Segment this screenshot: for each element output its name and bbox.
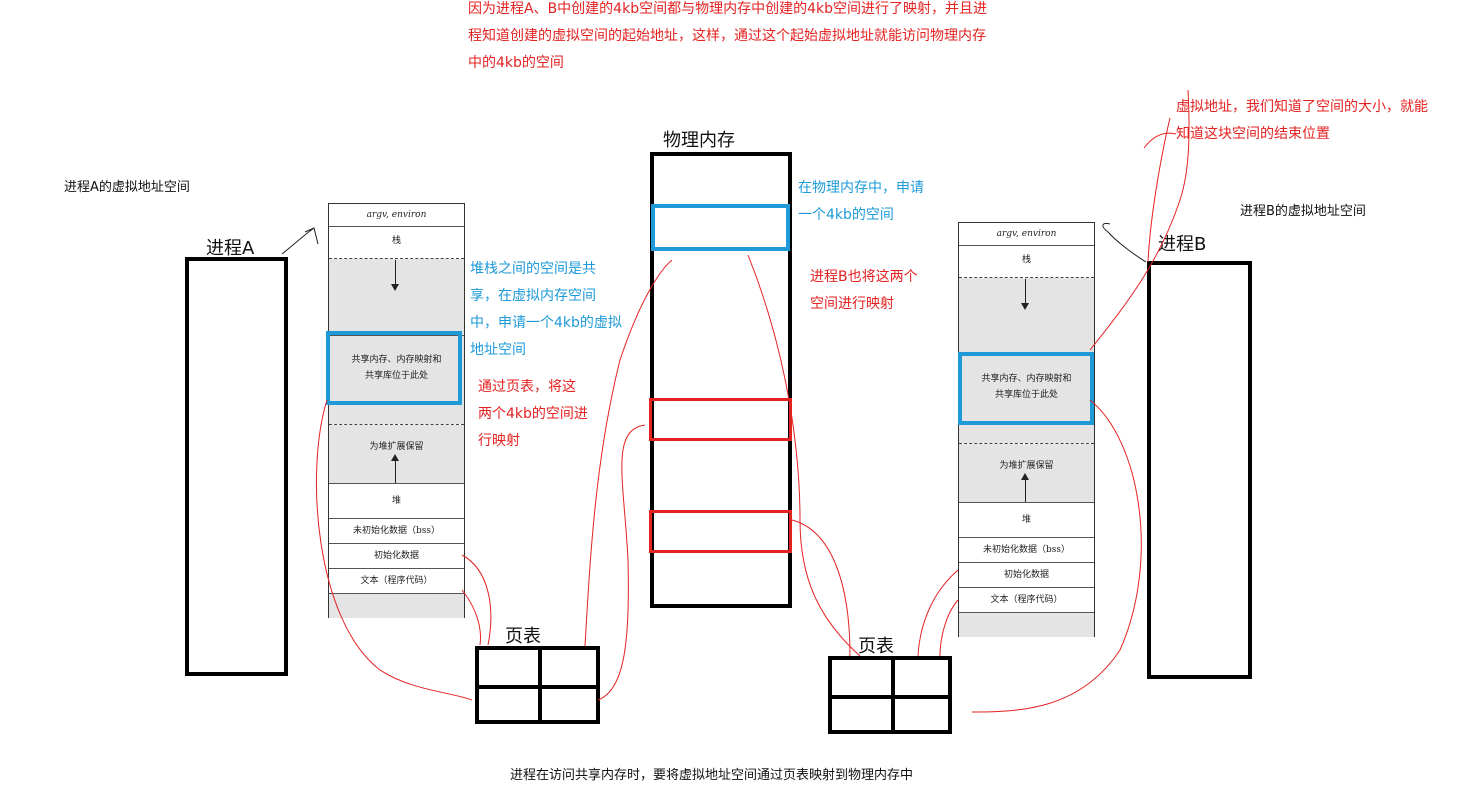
pagetable-map-line: 行映射: [478, 433, 520, 449]
vmem-layout-a: argv, environ 栈 共享内存、内存映射和 共享库位于此处 为堆扩展保…: [328, 203, 465, 618]
pagetable-map-line: 通过页表，将这: [478, 379, 576, 395]
seg-data: 初始化数据: [1003, 570, 1049, 580]
phys-red-block: [649, 510, 792, 553]
phys-apply-note: 在物理内存中，申请 一个4kb的空间: [798, 175, 924, 229]
heap-stack-line: 堆栈之间的空间是共: [470, 261, 596, 277]
curve-a-to-pt: [316, 399, 473, 701]
seg-shared-line: 共享内存、内存映射和: [981, 374, 1072, 384]
heap-stack-line: 中，申请一个4kb的虚拟: [470, 315, 622, 331]
curve-pt-to-phys1: [584, 259, 673, 647]
heap-stack-note: 堆栈之间的空间是共 享，在虚拟内存空间 中，申请一个4kb的虚拟 地址空间: [470, 256, 622, 364]
arrow-down-icon: [1025, 279, 1026, 307]
seg-bottom: [959, 613, 1094, 637]
right-note-line: 虚拟地址，我们知道了空间的大小，就能: [1176, 99, 1428, 115]
seg-data: 初始化数据: [373, 551, 419, 561]
top-note-line: 中的4kb的空间: [468, 55, 564, 71]
seg-stack: 栈: [1021, 255, 1031, 265]
seg-heap: 堆: [1021, 515, 1031, 525]
procB-label: 进程B: [1158, 234, 1207, 255]
seg-bss: 未初始化数据（bss）: [353, 526, 440, 536]
phys-apply-line: 一个4kb的空间: [798, 207, 894, 223]
seg-argv: argv, environ: [996, 229, 1057, 239]
curve-pt-to-red1: [597, 424, 646, 701]
procA-label: 进程A: [206, 238, 255, 259]
procB-map-line: 进程B也将这两个: [810, 269, 918, 285]
curve-pt-to-phys2: [747, 254, 861, 657]
curve-b-to-pt: [971, 399, 1142, 713]
arrow-down-icon-head: [1021, 303, 1029, 310]
hook-b: [1102, 223, 1147, 263]
procA-box: [185, 257, 288, 676]
right-note: 虚拟地址，我们知道了空间的大小，就能 知道这块空间的结束位置: [1176, 94, 1428, 148]
phys-mem-box: [650, 152, 792, 608]
seg-heap-reserve: 为堆扩展保留: [329, 425, 464, 483]
seg-shared-line: 共享库位于此处: [364, 371, 428, 381]
curve-a-text-to-pt: [461, 589, 481, 646]
vmem-layout-b: argv, environ 栈 共享内存、内存映射和 共享库位于此处 为堆扩展保…: [958, 222, 1095, 637]
curve-b-up-to-note: [1089, 89, 1190, 351]
arrow-down-icon: [395, 260, 396, 288]
phys-mem-label: 物理内存: [663, 130, 735, 151]
pagetable-right-label: 页表: [858, 636, 894, 657]
curve-b-text-to-pt: [939, 599, 959, 657]
seg-heap: 堆: [391, 496, 401, 506]
curve-b-data-to-pt: [917, 569, 959, 657]
procB-box: [1147, 261, 1252, 679]
seg-gap: [959, 278, 1094, 354]
bottom-note: 进程在访问共享内存时，要将虚拟地址空间通过页表映射到物理内存中: [510, 768, 914, 783]
phys-shared-block: [651, 204, 790, 251]
pagetable-left: [475, 646, 600, 724]
seg-text: 文本（程序代码）: [360, 576, 433, 586]
phys-red-block: [649, 398, 792, 441]
procB-map-note: 进程B也将这两个 空间进行映射: [810, 264, 918, 318]
seg-text: 文本（程序代码）: [990, 595, 1063, 605]
procA-vspace-label: 进程A的虚拟地址空间: [64, 180, 190, 195]
seg-shared: 共享内存、内存映射和 共享库位于此处: [959, 355, 1094, 443]
curve-red2-to-pt: [791, 519, 851, 657]
top-note-line: 因为进程A、B中创建的4kb空间都与物理内存中创建的4kb空间进行了映射，并且进: [468, 1, 987, 17]
top-note: 因为进程A、B中创建的4kb空间都与物理内存中创建的4kb空间进行了映射，并且进…: [468, 0, 987, 77]
curve-a-data-to-pt: [461, 554, 492, 646]
seg-gap: [329, 259, 464, 335]
pagetable-map-line: 两个4kb的空间进: [478, 406, 588, 422]
arrow-up-icon-head: [391, 454, 399, 461]
pagetable-right: [828, 656, 952, 734]
hook-a: [281, 227, 319, 255]
arrow-down-icon-head: [391, 284, 399, 291]
seg-shared-line: 共享库位于此处: [994, 390, 1058, 400]
arrow-up-icon-head: [1021, 473, 1029, 480]
procB-vspace-label: 进程B的虚拟地址空间: [1240, 204, 1366, 219]
seg-argv: argv, environ: [366, 210, 427, 220]
pagetable-left-label: 页表: [505, 626, 541, 647]
curve-note-hook: [1143, 132, 1177, 149]
arrow-up-icon: [1025, 478, 1026, 502]
seg-stack: 栈: [391, 236, 401, 246]
vmem-shared-highlight-a: [326, 331, 462, 405]
arrow-up-icon: [395, 459, 396, 483]
heap-stack-line: 享，在虚拟内存空间: [470, 288, 596, 304]
seg-bottom: [329, 594, 464, 618]
vmem-shared-highlight-b: [958, 352, 1094, 425]
procB-map-line: 空间进行映射: [810, 296, 894, 312]
heap-stack-line: 地址空间: [470, 342, 526, 358]
seg-shared-line: 共享内存、内存映射和: [351, 355, 442, 365]
seg-shared: 共享内存、内存映射和 共享库位于此处: [329, 336, 464, 424]
phys-apply-line: 在物理内存中，申请: [798, 180, 924, 196]
top-note-line: 程知道创建的虚拟空间的起始地址，这样，通过这个起始虚拟地址就能访问物理内存: [468, 28, 986, 44]
pagetable-map-note: 通过页表，将这 两个4kb的空间进 行映射: [478, 374, 588, 455]
right-note-line: 知道这块空间的结束位置: [1176, 126, 1330, 142]
seg-bss: 未初始化数据（bss）: [983, 545, 1070, 555]
